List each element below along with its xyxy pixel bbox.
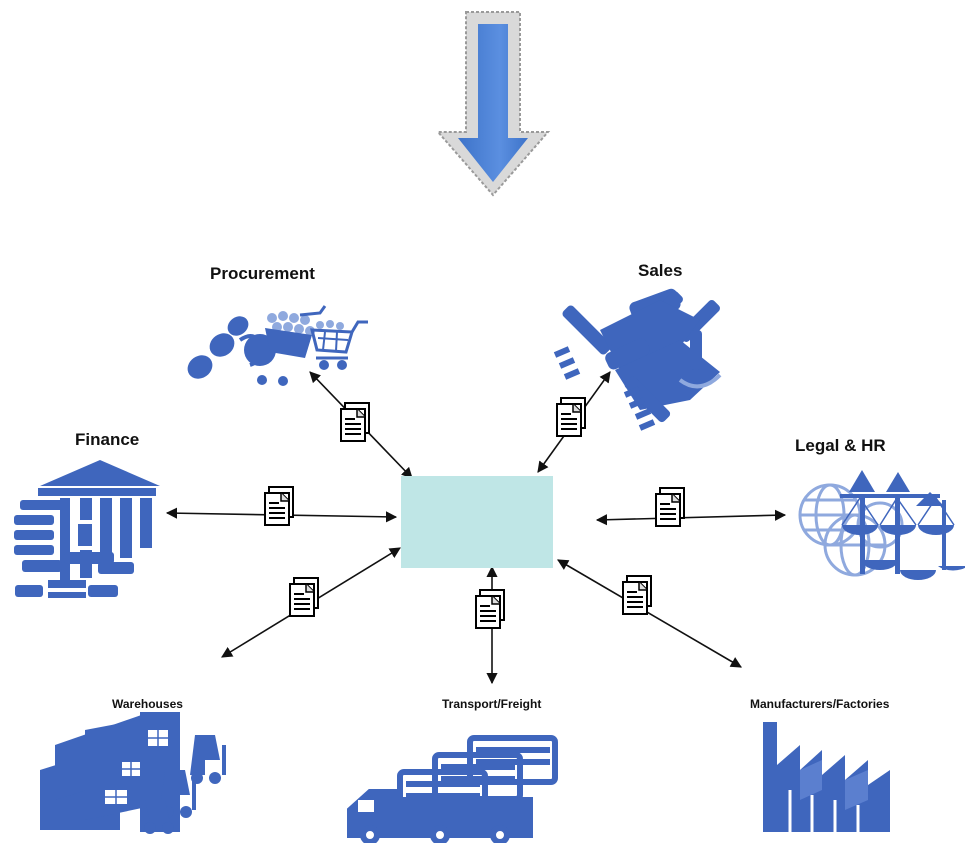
sales-label: Sales bbox=[638, 261, 683, 280]
legal-hr-label: Legal & HR bbox=[795, 436, 886, 455]
transport-label: Transport/Freight bbox=[442, 697, 542, 711]
document-icon bbox=[556, 397, 586, 437]
bank-building-icon bbox=[14, 460, 160, 598]
procurement-label: Procurement bbox=[210, 264, 315, 283]
center-box bbox=[401, 476, 553, 568]
shopping-carts-icon bbox=[187, 305, 368, 386]
factory-icon bbox=[763, 722, 890, 832]
document-icon bbox=[264, 486, 294, 526]
document-icon bbox=[475, 589, 505, 629]
manufacturers-label: Manufacturers/Factories bbox=[750, 697, 890, 711]
handshake-icon bbox=[553, 288, 722, 431]
warehouses-label: Warehouses bbox=[112, 697, 183, 711]
arrow-legal-hr bbox=[595, 509, 787, 526]
finance-label: Finance bbox=[75, 430, 140, 449]
document-icon bbox=[289, 577, 319, 617]
warehouse-forklift-icon bbox=[40, 712, 226, 834]
trucks-icon bbox=[347, 735, 558, 843]
document-icon bbox=[340, 402, 370, 442]
document-icon bbox=[622, 575, 652, 615]
arrow-manufacturers bbox=[557, 559, 742, 668]
document-icon bbox=[655, 487, 685, 527]
down-arrow-icon bbox=[435, 11, 551, 197]
globe-scales-icon bbox=[798, 470, 965, 580]
